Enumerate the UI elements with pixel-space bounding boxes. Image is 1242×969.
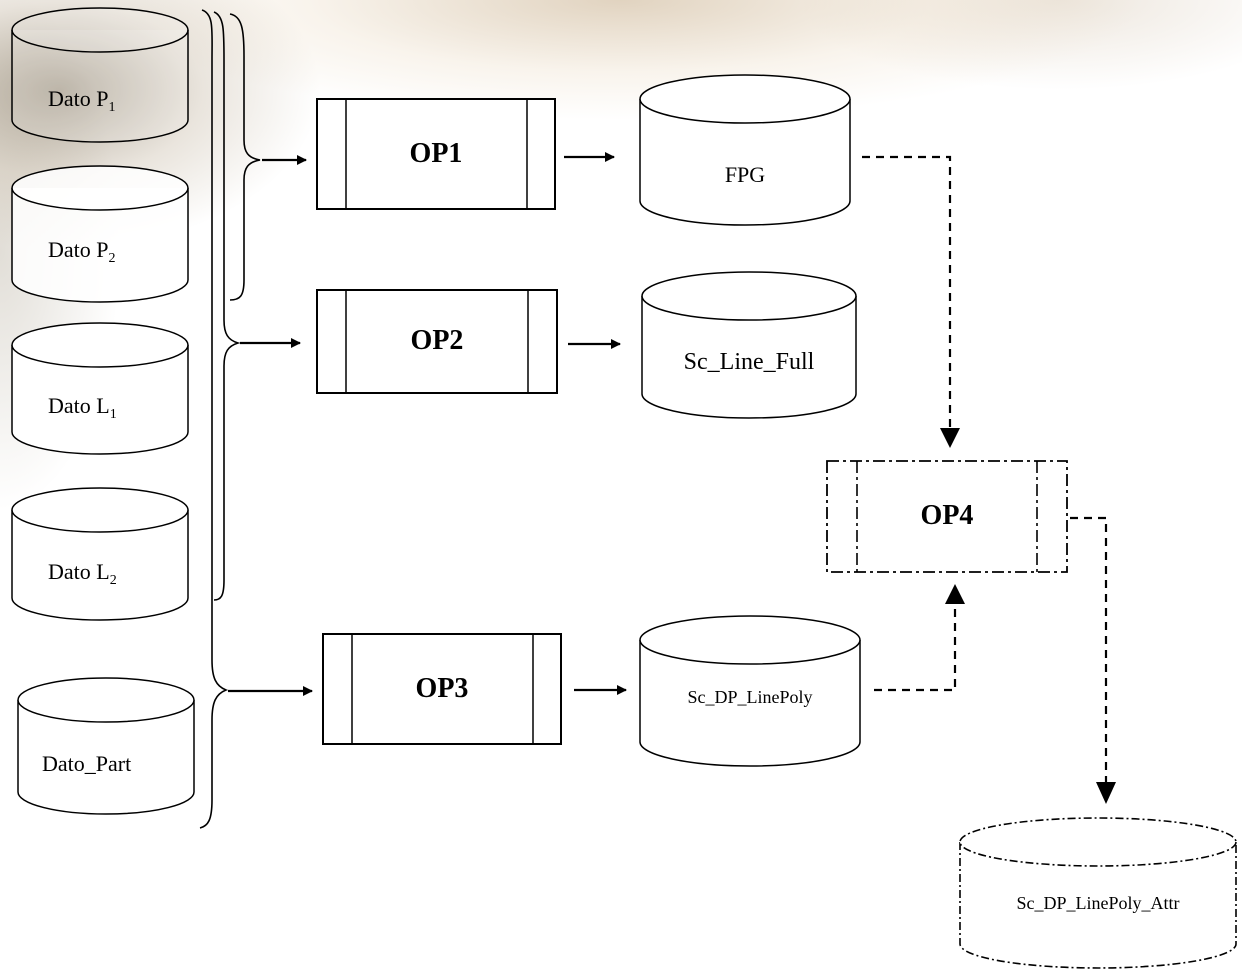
sc-line-full-label: Sc_Line_Full (684, 349, 815, 375)
cylinder-sc-dp-linepoly: Sc_DP_LinePoly (639, 615, 861, 767)
process-box-op3: OP3 (322, 633, 562, 745)
sc-dp-linepoly-attr-label: Sc_DP_LinePoly_Attr (1016, 893, 1179, 913)
fpg-label: FPG (725, 162, 765, 187)
dashed-arrow-sc-dp-linepoly-to-op4-head (945, 584, 965, 604)
dashed-arrow-sc-dp-linepoly-to-op4 (874, 604, 957, 692)
dato-l1-label: Dato L1 (48, 393, 117, 422)
brace-op1-group (229, 13, 261, 301)
dato-p1-label: Dato P1 (48, 86, 116, 115)
brace-op2-group (213, 11, 241, 601)
cylinder-dato-part: Dato_Part (17, 677, 195, 815)
cylinder-dato-l1: Dato L1 (11, 322, 189, 455)
dato-l2-label: Dato L2 (48, 559, 117, 588)
process-box-op1: OP1 (316, 98, 556, 210)
sc-dp-linepoly-label: Sc_DP_LinePoly (687, 687, 812, 707)
cylinder-dato-p1: Dato P1 (11, 7, 189, 143)
brace-op3-group (199, 9, 229, 829)
cylinder-dato-p2: Dato P2 (11, 165, 189, 303)
process-box-op2: OP2 (316, 289, 558, 394)
dashed-arrow-op4-to-attr (1070, 516, 1108, 784)
dato-p2-label: Dato P2 (48, 237, 116, 266)
dashed-arrow-fpg-to-op4-head (940, 428, 960, 448)
cylinder-sc-line-full: Sc_Line_Full (641, 271, 857, 419)
cylinder-fpg: FPG (639, 74, 851, 226)
process-box-op4: OP4 (826, 460, 1068, 573)
dashed-arrow-op4-to-attr-head (1096, 782, 1116, 804)
op2-label: OP2 (411, 325, 464, 356)
cylinder-sc-dp-linepoly-attr: Sc_DP_LinePoly_Attr (959, 817, 1237, 969)
dashed-arrow-fpg-to-op4 (862, 155, 952, 440)
dato-part-label: Dato_Part (42, 751, 131, 776)
cylinder-dato-l2: Dato L2 (11, 487, 189, 621)
op4-label: OP4 (921, 500, 974, 531)
op3-label: OP3 (416, 673, 469, 704)
op1-label: OP1 (410, 138, 463, 169)
